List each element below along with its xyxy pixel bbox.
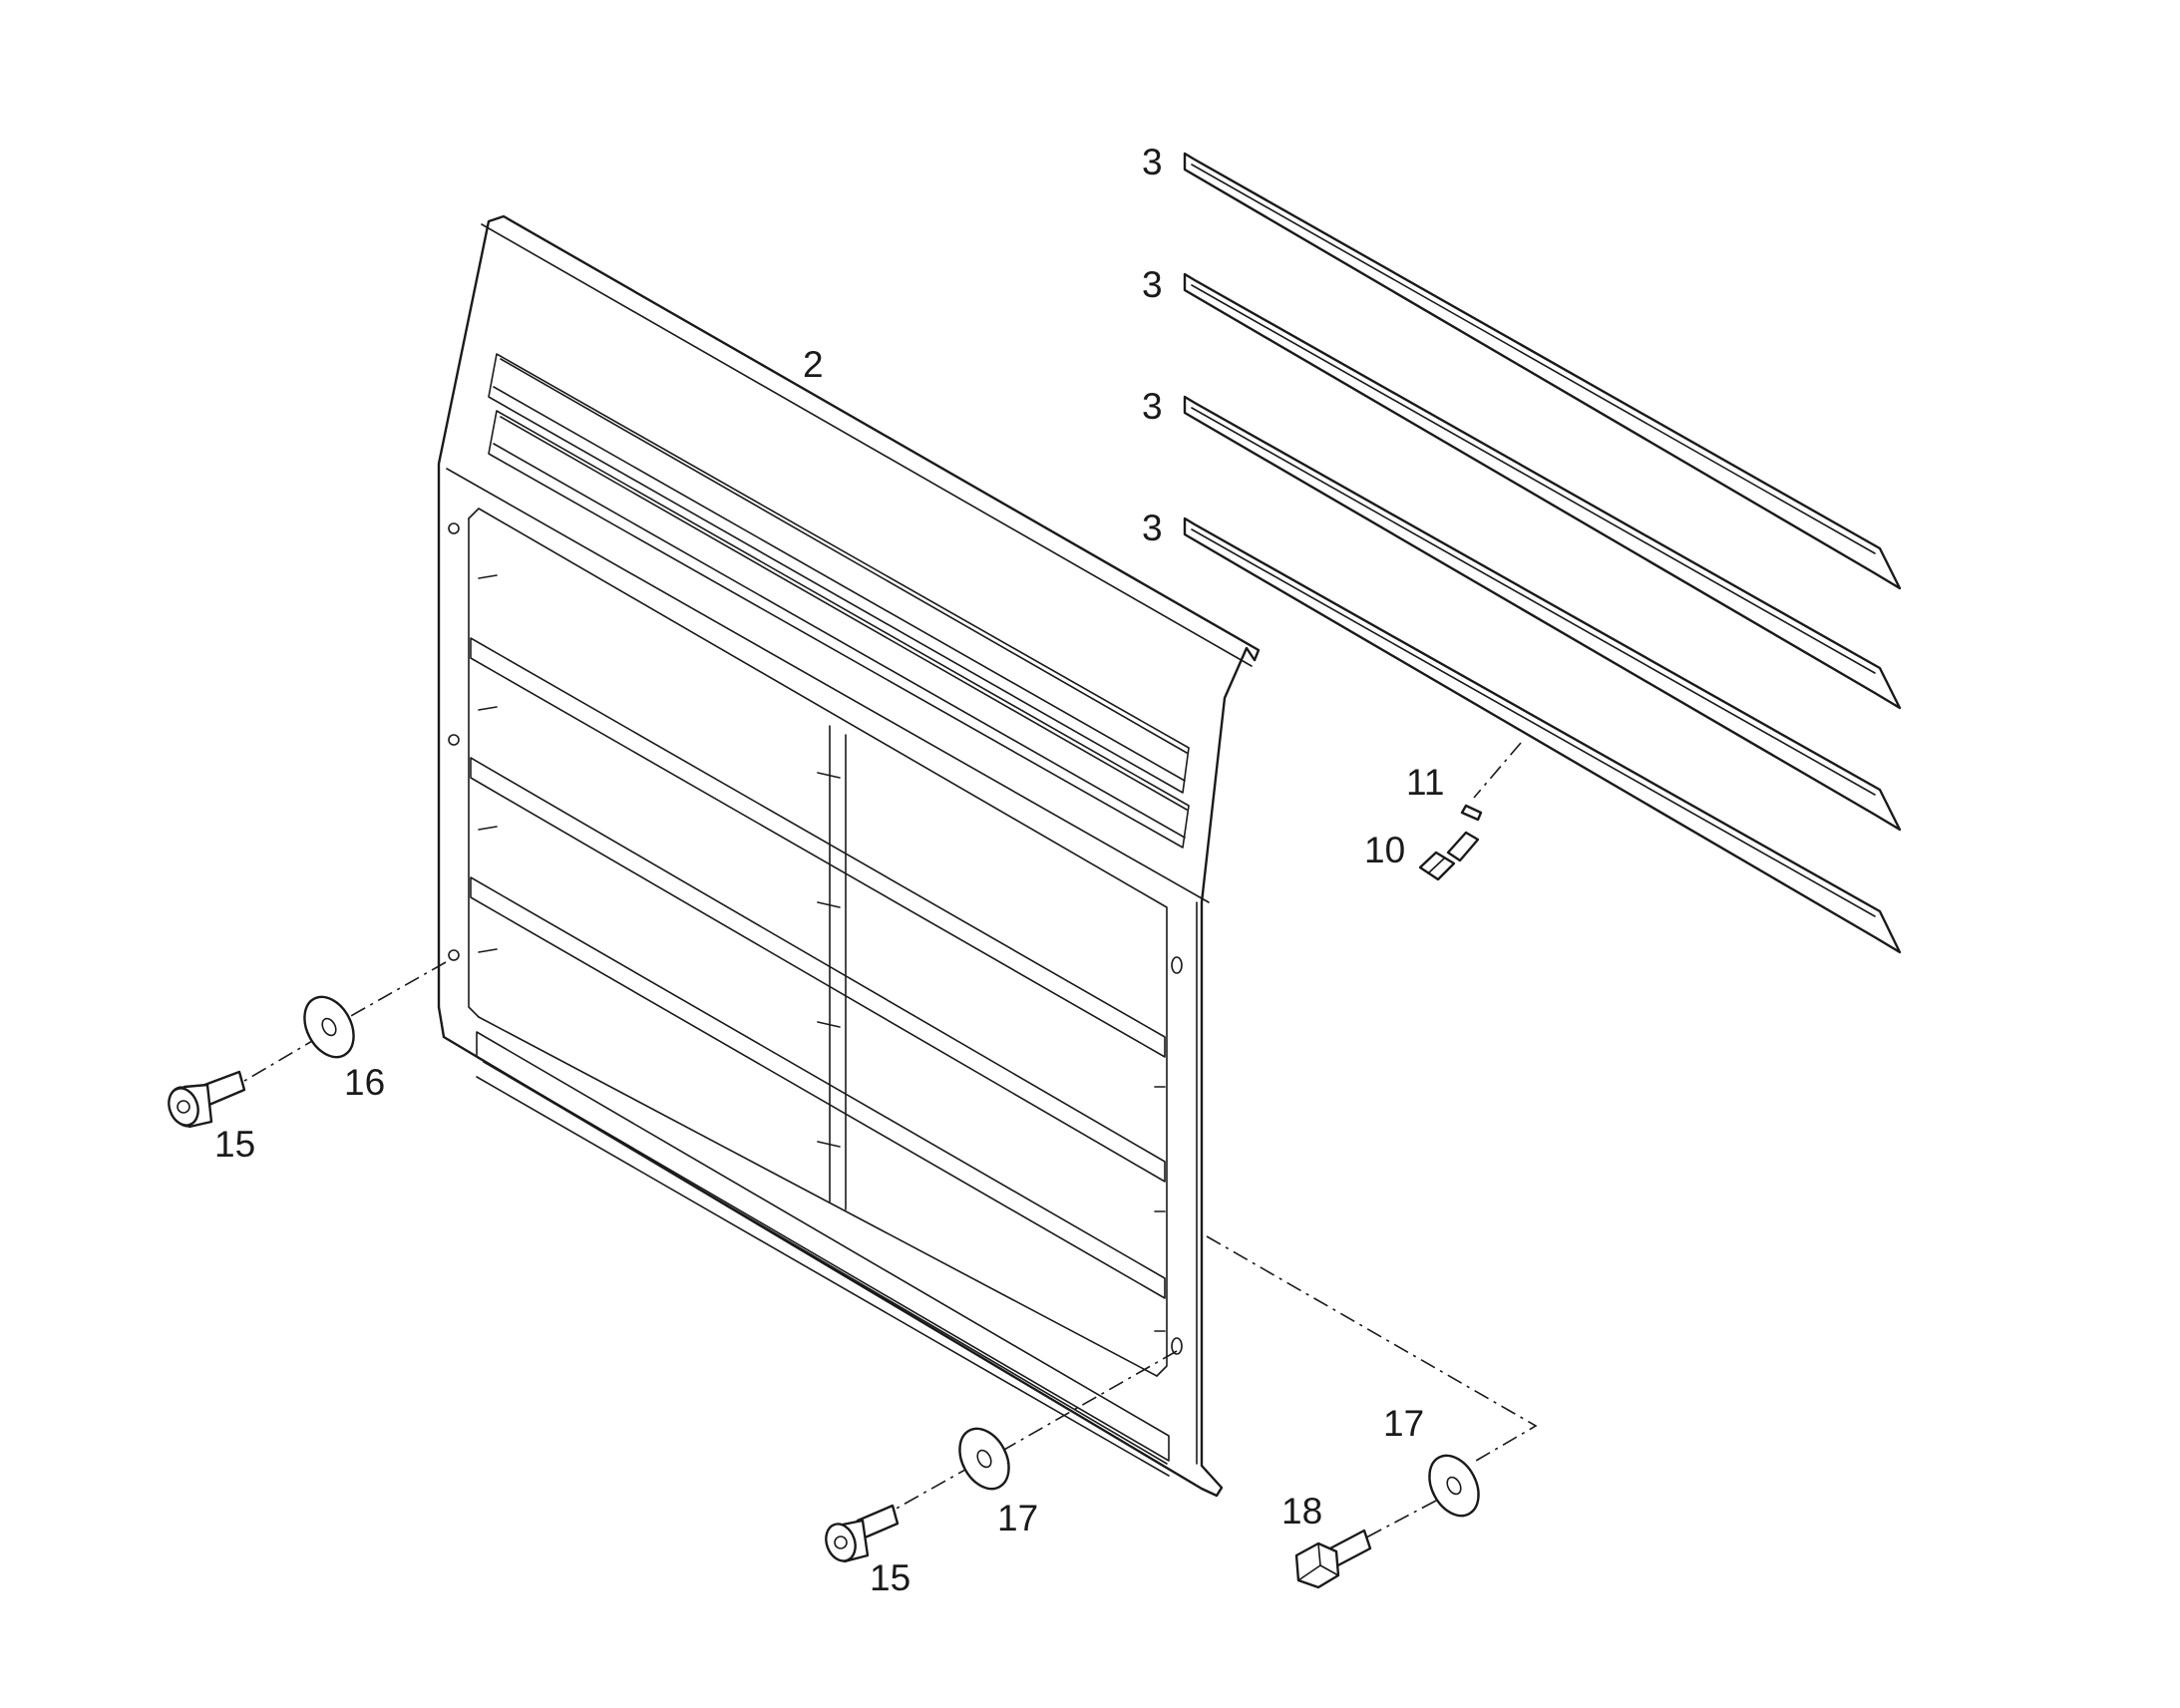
clip-bolt [1418,831,1480,881]
left-fasteners [168,961,447,1129]
trim-strip-3 [1183,395,1902,832]
callout-strip-3: 3 [1142,386,1163,427]
grille-panel [437,214,1261,1498]
clip-washer [1460,804,1483,822]
bottom-fasteners [825,1350,1178,1563]
callout-clip-washer: 11 [1406,762,1444,803]
washer-right [1428,1454,1480,1518]
washer-bottom [958,1427,1010,1491]
grille-inner-frame [468,508,1168,1377]
callout-washer-bottom: 17 [997,1498,1038,1538]
hex-bolt [1294,1529,1372,1589]
upper-louvers [488,353,1190,849]
callout-strip-1: 3 [1142,142,1163,182]
callout-strip-4: 3 [1142,508,1163,548]
washer-left [303,995,355,1059]
callout-strip-2: 3 [1142,264,1163,305]
clip-fasteners [1418,742,1522,881]
callout-bolt-bottom: 15 [870,1557,910,1598]
callout-washer-right: 17 [1383,1403,1424,1444]
trim-strip-2 [1183,272,1902,710]
trim-strip-4 [1183,516,1902,954]
callout-hex-bolt: 18 [1281,1491,1322,1532]
socket-bolt-left [168,1070,246,1129]
callout-grille: 2 [803,344,824,385]
callout-washer-left: 16 [344,1062,385,1103]
trim-strips [1183,152,1902,954]
right-fasteners [1206,1235,1538,1589]
callout-labels: 2 3 3 3 3 11 10 16 15 17 15 17 18 [214,142,1444,1598]
callout-bolt-left: 15 [214,1124,255,1165]
trim-strip-1 [1183,152,1902,590]
socket-bolt-bottom [825,1504,900,1563]
mounting-holes [448,522,1183,1355]
lower-louvers [476,1031,1170,1477]
callout-clip-bolt: 10 [1364,830,1405,870]
